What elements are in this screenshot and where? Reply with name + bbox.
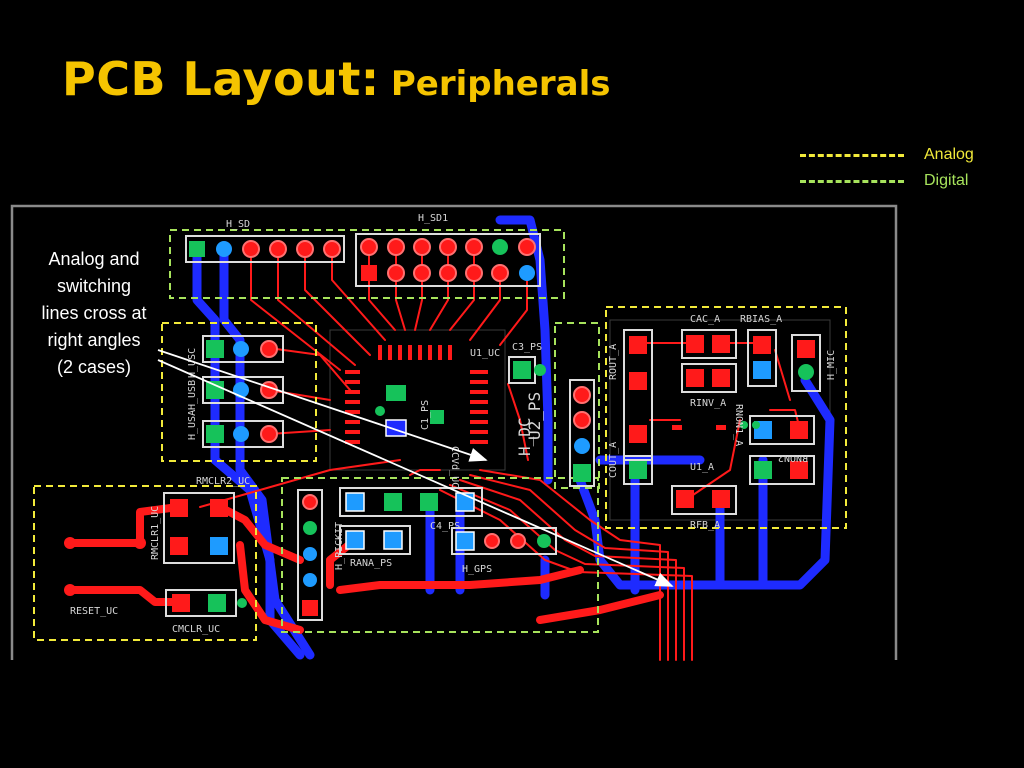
label-u2-ps: U2_PS bbox=[525, 392, 544, 440]
annotation-line: switching bbox=[56, 276, 132, 296]
legend-item-analog: Analog bbox=[800, 146, 974, 164]
header-h-sd bbox=[185, 235, 345, 263]
label-h-usb: H_USB bbox=[187, 380, 198, 410]
label-rmclr1-uc: RMCLR1_UC bbox=[150, 506, 161, 560]
annotation-line: Analog and bbox=[48, 249, 140, 269]
region-digital-sd-headers bbox=[169, 229, 565, 299]
label-c1-ps: C1_PS bbox=[420, 400, 431, 430]
label-h-usc: H_USC bbox=[187, 348, 198, 378]
region-digital-power bbox=[554, 322, 600, 489]
label-cac-a: CAC_A bbox=[690, 314, 720, 325]
region-analog-mic-amp bbox=[605, 306, 847, 529]
silkscreen-labels: H_SD H_SD1 H_USC H_USB H_USA U1_UC C3_PS… bbox=[70, 213, 837, 635]
arrow-crossing-1 bbox=[157, 349, 488, 462]
power-components bbox=[508, 356, 595, 487]
label-h-dc: H_DC bbox=[515, 417, 534, 456]
legend-line-analog bbox=[800, 153, 904, 157]
analog-amp-components bbox=[623, 329, 821, 515]
board-outline bbox=[10, 204, 898, 660]
label-rnon2: RNON2 bbox=[778, 452, 808, 463]
region-analog-usb bbox=[161, 322, 317, 462]
annotation-line: lines cross at bbox=[41, 303, 147, 323]
legend-label-analog: Analog bbox=[924, 146, 974, 163]
label-u1-a: U1_A bbox=[690, 462, 714, 473]
label-h-sd: H_SD bbox=[226, 219, 250, 230]
label-c3-ps: C3_PS bbox=[512, 342, 542, 353]
header-h-sd1 bbox=[355, 233, 541, 287]
label-rout-a: ROUT_A bbox=[608, 344, 619, 380]
label-c-uc: CCVd_UC bbox=[449, 446, 460, 488]
label-rinv-a: RINV_A bbox=[690, 398, 726, 409]
label-rbias-a: RBIAS_A bbox=[740, 314, 782, 325]
label-cout-a: COUT_A bbox=[608, 442, 619, 478]
label-c4-ps: C4_PS bbox=[430, 521, 460, 532]
annotation-line: (2 cases) bbox=[56, 357, 132, 377]
annotation-line: right angles bbox=[47, 330, 141, 350]
label-rnon1-a: RNON1_A bbox=[733, 404, 744, 446]
label-h-gps: H_GPS bbox=[462, 564, 492, 575]
label-rana-ps: RANA_PS bbox=[350, 558, 392, 569]
label-h-pickit: H_PICKIT bbox=[334, 522, 345, 570]
label-cmclr-uc: CMCLR_UC bbox=[172, 624, 220, 635]
reset-components bbox=[64, 492, 247, 617]
arrow-crossing-2 bbox=[157, 359, 674, 587]
legend-item-digital: Digital bbox=[800, 172, 968, 190]
annotation-arrows bbox=[157, 349, 674, 587]
legend-label-digital: Digital bbox=[924, 172, 969, 189]
chip-u1-uc bbox=[345, 345, 488, 444]
legend-line-digital bbox=[800, 179, 904, 183]
usb-headers bbox=[202, 335, 284, 448]
label-h-sd1: H_SD1 bbox=[418, 213, 448, 224]
label-h-mic: H_MIC bbox=[826, 350, 837, 380]
annotation-note: Analog and switching lines cross at righ… bbox=[20, 246, 168, 381]
slide-title: PCB Layout: Peripherals bbox=[62, 52, 610, 106]
label-rfb-a: RFB_A bbox=[690, 520, 720, 531]
region-analog-reset bbox=[33, 485, 257, 641]
region-digital-gps bbox=[281, 477, 599, 633]
title-main: PCB Layout: bbox=[62, 52, 380, 106]
label-h-usa: H_USA bbox=[187, 410, 198, 440]
gps-components bbox=[297, 487, 557, 621]
label-u1-uc: U1_UC bbox=[470, 348, 500, 359]
label-reset-uc: RESET_UC bbox=[70, 606, 118, 617]
title-sub: Peripherals bbox=[390, 64, 611, 104]
label-rmclr2-uc: RMCLR2_UC bbox=[196, 476, 250, 487]
